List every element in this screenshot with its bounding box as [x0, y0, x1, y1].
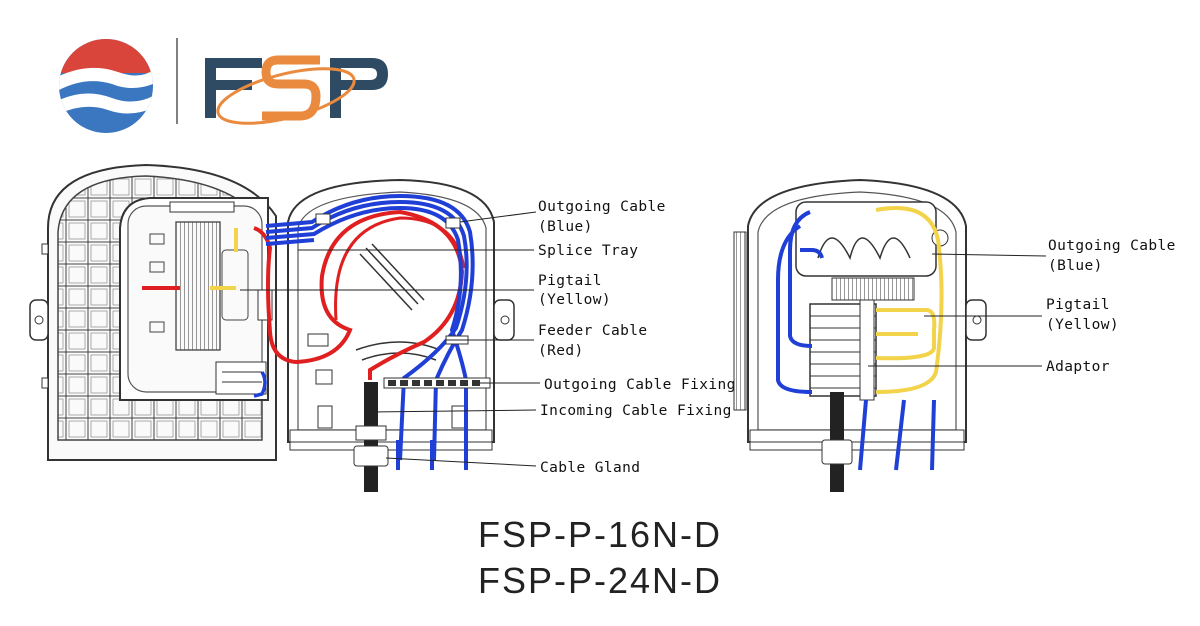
- label-splice-tray: Splice Tray: [538, 243, 638, 259]
- enclosure-base: [287, 178, 515, 451]
- enclosure-open-16n: [29, 163, 515, 492]
- outgoing-fiber-door: [253, 371, 267, 398]
- logo-emblem-icon: [59, 39, 153, 133]
- logo-wordmark: [205, 55, 388, 125]
- model-number-24n: FSP-P-24N-D: [477, 560, 723, 601]
- label-feeder-cable: Feeder Cable: [538, 323, 648, 339]
- enclosure-closed-24n: [733, 178, 987, 492]
- label-outgoing-cable-fixing: Outgoing Cable Fixing: [544, 377, 736, 393]
- logo: [59, 38, 388, 133]
- outgoing-cable-drops-right: [858, 399, 936, 471]
- label-feeder-cable-color: (Red): [538, 343, 584, 359]
- label-outgoing-cable-color: (Blue): [538, 219, 593, 235]
- label-outgoing-cable-right: Outgoing Cable: [1048, 238, 1176, 254]
- splice-cassette: [119, 197, 269, 401]
- label-incoming-cable-fixing: Incoming Cable Fixing: [540, 403, 732, 419]
- incoming-cable: [353, 382, 389, 492]
- label-adaptor: Adaptor: [1046, 359, 1110, 375]
- outgoing-cable-drops: [396, 440, 468, 470]
- label-pigtail-color: (Yellow): [538, 292, 611, 308]
- adaptor-panel: [809, 299, 877, 401]
- outgoing-cable-bundle-right: [776, 210, 824, 394]
- outgoing-cable-fixing: [383, 377, 491, 389]
- label-pigtail-right: Pigtail: [1046, 297, 1110, 313]
- pigtail-bundle: [875, 206, 944, 394]
- enclosure-side-vents: [733, 231, 747, 411]
- left-leader-lines: [240, 211, 540, 467]
- label-outgoing-cable-color-right: (Blue): [1048, 258, 1103, 274]
- label-pigtail-color-right: (Yellow): [1046, 317, 1119, 333]
- right-callouts: Outgoing Cable (Blue) Pigtail (Yellow) A…: [1046, 238, 1176, 375]
- label-pigtail: Pigtail: [538, 273, 602, 289]
- right-leader-lines: [868, 253, 1047, 367]
- label-cable-gland: Cable Gland: [540, 460, 640, 476]
- model-number-16n: FSP-P-16N-D: [477, 514, 723, 555]
- label-outgoing-cable: Outgoing Cable: [538, 199, 666, 215]
- left-callouts: Outgoing Cable (Blue) Splice Tray Pigtai…: [538, 199, 736, 476]
- cable-clip-top: [315, 213, 331, 225]
- pigtail-fiber-door: [210, 228, 238, 290]
- cable-clip-right: [445, 217, 461, 229]
